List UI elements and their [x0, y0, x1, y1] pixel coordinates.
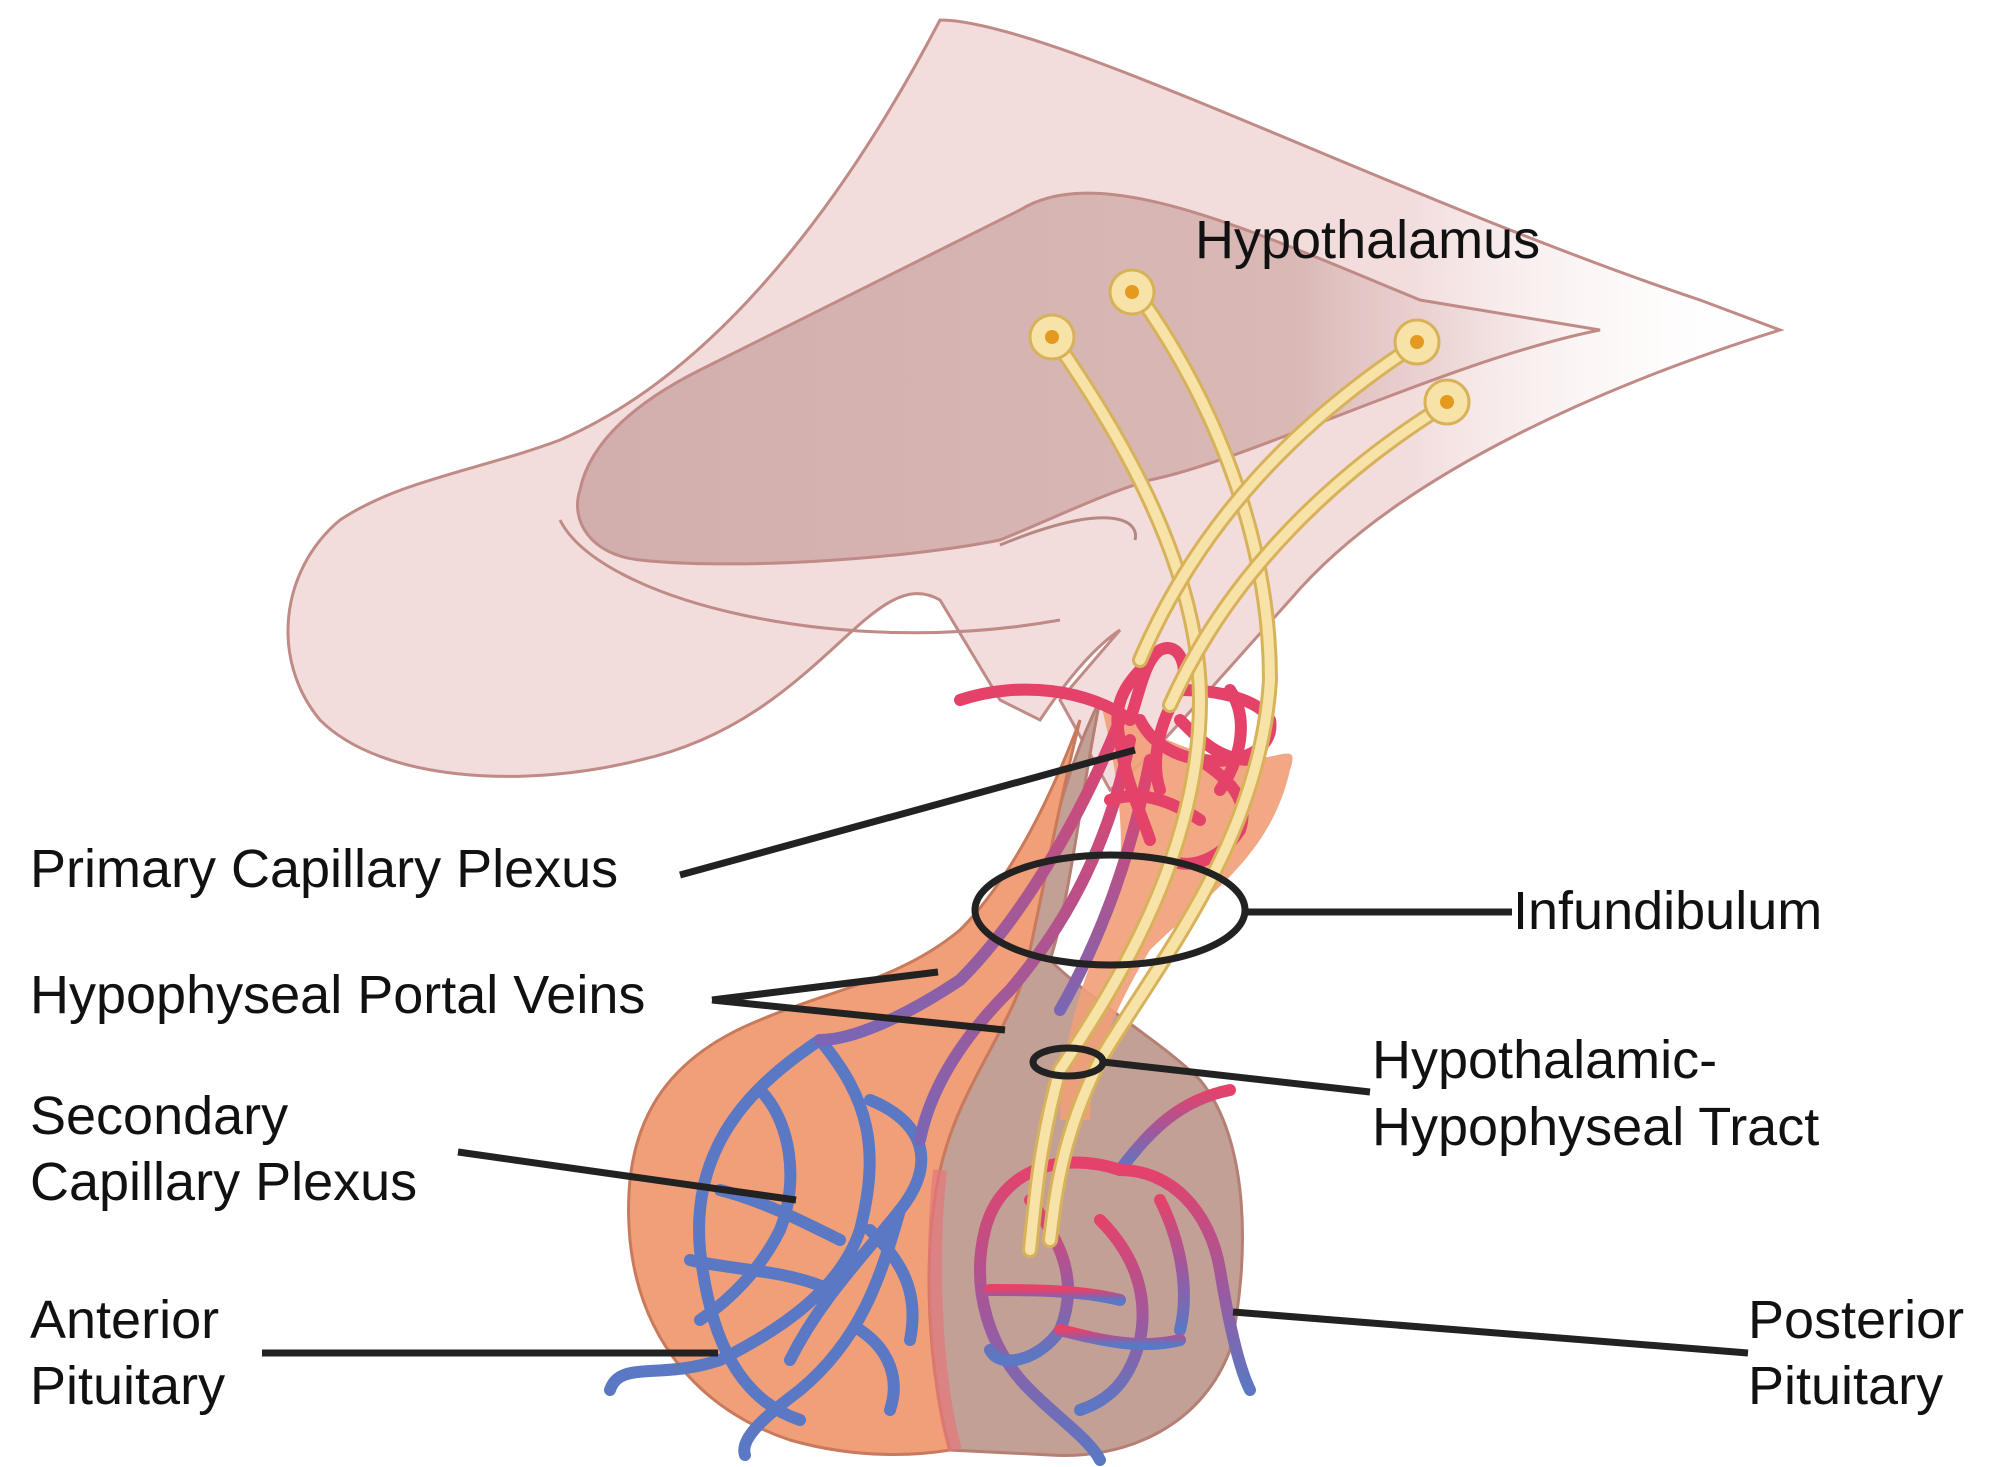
- label-hht-line2: Hypophyseal Tract: [1372, 1097, 1819, 1157]
- label-hht-line1: Hypothalamic-: [1372, 1030, 1717, 1090]
- label-infundibulum: Infundibulum: [1513, 881, 1822, 941]
- leader-hht: [1102, 1058, 1371, 1096]
- leader-lines: [262, 746, 1749, 1357]
- leader-portal-veins-a: [711, 968, 939, 1004]
- label-secondary-line2: Capillary Plexus: [30, 1152, 417, 1212]
- leader-secondary-plexus: [457, 1148, 797, 1204]
- leader-primary-capillary-plexus: [679, 746, 1136, 879]
- label-hypophyseal-portal-veins: Hypophyseal Portal Veins: [30, 965, 645, 1025]
- leader-posterior-pituitary: [1232, 1308, 1749, 1357]
- label-secondary-line1: Secondary: [30, 1086, 288, 1146]
- label-posterior-line2: Pituitary: [1748, 1356, 1943, 1416]
- label-hypothalamus: Hypothalamus: [1195, 210, 1540, 270]
- label-anterior-line1: Anterior: [30, 1290, 219, 1350]
- neuron-nucleus: [1045, 330, 1059, 344]
- neuron-cell-bodies: [1028, 268, 1471, 426]
- pars-intermedia: [928, 1169, 962, 1452]
- infundibulum-stalk: [1060, 700, 1293, 1120]
- label-posterior-line1: Posterior: [1748, 1290, 1964, 1350]
- hypothalamic-neurons: [1022, 282, 1453, 1258]
- neuron-nucleus: [1410, 335, 1424, 349]
- neuron-nucleus: [1440, 395, 1454, 409]
- hypothalamus-region: [286, 18, 1785, 793]
- label-primary-capillary-plexus: Primary Capillary Plexus: [30, 839, 618, 899]
- labels: Hypothalamus Primary Capillary Plexus In…: [30, 210, 1964, 1416]
- brain-inner-line: [558, 519, 1061, 635]
- leader-portal-veins-b: [711, 996, 1006, 1034]
- neuron-nucleus: [1125, 285, 1139, 299]
- label-anterior-line2: Pituitary: [30, 1356, 225, 1416]
- ventricle-inner-edge: [999, 516, 1138, 547]
